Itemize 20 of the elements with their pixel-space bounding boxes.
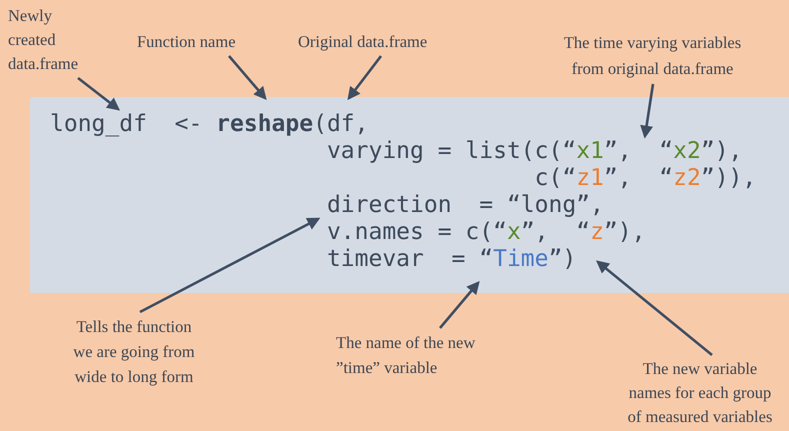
code-line: timevar = “Time”) — [326, 246, 576, 272]
callout-text: The new variable names for each group of measured variables — [626, 358, 774, 428]
code-line: direction = “long”, — [326, 192, 604, 218]
arrow — [347, 55, 382, 100]
callout-text: Tells the function we are going from wide to long form — [72, 316, 196, 388]
code-line: varying = list(c(“x1”, “x2”), — [326, 138, 742, 164]
arrow — [439, 281, 480, 329]
arrow — [139, 218, 320, 314]
code-line: c(“z1”, “z2”)), — [534, 165, 756, 191]
callout-text: Newly created data.frame — [8, 5, 80, 75]
callout-text: Original data.frame — [298, 31, 428, 53]
arrow — [77, 76, 120, 111]
code-line: long_df <- reshape(df, — [50, 111, 368, 137]
code-panel — [30, 97, 789, 293]
arrow — [228, 55, 267, 100]
callout-text: The name of the new ”time” variable — [336, 332, 476, 379]
code-line: v.names = c(“x”, “z”), — [326, 219, 646, 245]
callout-text: Function name — [137, 31, 237, 53]
callout-text: The time varying variables from original data.frame — [562, 32, 742, 80]
arrow — [596, 260, 713, 356]
